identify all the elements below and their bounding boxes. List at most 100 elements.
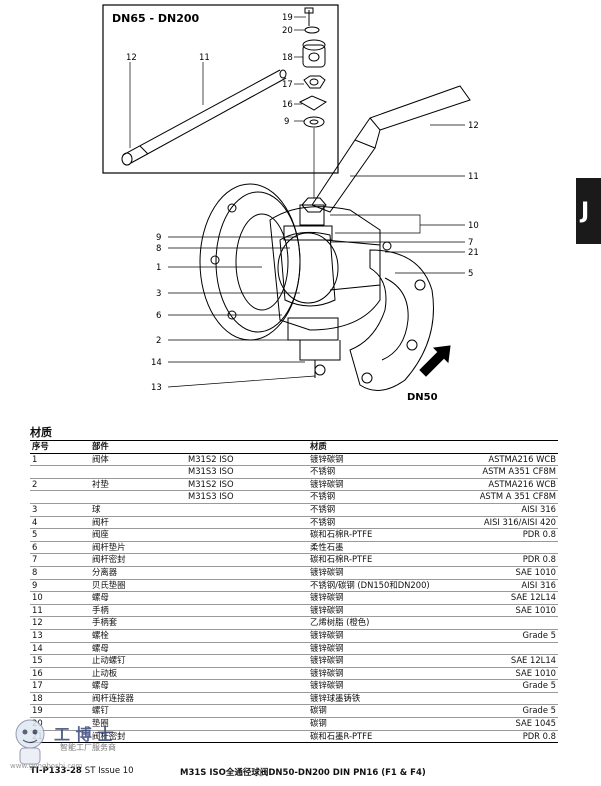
cell-model: [186, 566, 308, 580]
cell-material: 镀锌碳钢: [308, 667, 462, 681]
cell-part: 阀座: [90, 528, 186, 542]
cell-model: [186, 553, 308, 567]
cell-part: 阀杆连接器: [90, 692, 186, 706]
cell-material: 镀锌碳钢: [308, 629, 462, 643]
cell-material: 镀锌球墨铸铁: [308, 692, 462, 706]
cell-grade: PDR 0.8: [462, 553, 558, 567]
doc-code: TI-P133-28: [30, 766, 82, 776]
cell-grade: SAE 1045: [462, 717, 558, 731]
inset-title: DN65 - DN200: [112, 12, 200, 25]
watermark-logo: 工 博 士: [15, 719, 113, 765]
cell-material: 乙烯树脂 (橙色): [308, 616, 462, 630]
cell-material: 镀锌碳钢: [308, 604, 462, 618]
callout-left: 8: [156, 244, 161, 254]
table-header-row: 序号 部件 材质: [30, 440, 558, 454]
cell-material: 镀锌碳钢: [308, 654, 462, 668]
cell-no: 19: [30, 704, 90, 719]
cell-no: 8: [30, 566, 90, 580]
cell-no: [30, 490, 90, 504]
cell-part: 螺栓: [90, 629, 186, 643]
cell-no: 1: [30, 453, 90, 467]
cell-part: 螺母: [90, 591, 186, 605]
cell-part: 止动螺钉: [90, 654, 186, 668]
inset-label: 18: [282, 53, 293, 63]
callout-right: 12: [468, 121, 479, 131]
cell-part: 螺钉: [90, 704, 186, 719]
cell-part: [90, 465, 186, 479]
cell-model: [186, 629, 308, 643]
flow-arrow-icon: [419, 345, 451, 377]
cell-part: 阀杆垫片: [90, 541, 186, 555]
cell-model: [186, 541, 308, 555]
inset-label: 17: [282, 80, 293, 90]
cell-part: 阀杆密封: [90, 553, 186, 567]
cell-grade: ASTM A351 CF8M: [462, 465, 558, 479]
cell-material: 镀锌碳钢: [308, 566, 462, 580]
cell-grade: Grade 5: [462, 679, 558, 693]
cell-no: 7: [30, 553, 90, 567]
cell-model: [186, 679, 308, 693]
valve-left-flange: [199, 183, 301, 341]
cell-part: 螺母: [90, 679, 186, 693]
valve-body: [269, 204, 381, 378]
cell-grade: SAE 12L14: [462, 654, 558, 668]
cell-no: 17: [30, 679, 90, 693]
cell-no: 16: [30, 667, 90, 681]
cell-part: 手柄套: [90, 616, 186, 630]
cell-model: [186, 667, 308, 681]
header-grade: [462, 440, 558, 454]
cell-no: 18: [30, 692, 90, 706]
cell-material: 不锈钢: [308, 490, 462, 504]
cell-material: 柔性石墨: [308, 541, 462, 555]
cell-no: 3: [30, 503, 90, 517]
cell-material: 镀锌碳钢: [308, 642, 462, 656]
cell-part: [90, 490, 186, 504]
cell-part: 垫圈: [90, 717, 186, 731]
cell-part: 螺母: [90, 642, 186, 656]
svg-text:工 博 士: 工 博 士: [54, 725, 113, 744]
cell-grade: ASTMA216 WCB: [462, 478, 558, 492]
inset-label: 20: [282, 26, 293, 36]
header-no: 序号: [30, 440, 90, 454]
header-part: 部件: [90, 440, 186, 454]
inset-label: 12: [126, 53, 137, 63]
cell-no: 2: [30, 478, 90, 492]
cell-part: 止动板: [90, 667, 186, 681]
watermark-url: www.gongboshi.com: [10, 762, 83, 770]
cell-model: [186, 654, 308, 668]
cell-model: M31S2 ISO: [186, 453, 308, 467]
cell-no: 4: [30, 516, 90, 530]
cell-part: 球: [90, 503, 186, 517]
cell-grade: AISI 316/AISI 420: [462, 516, 558, 530]
cell-material: 镀锌碳钢: [308, 679, 462, 693]
cell-no: 9: [30, 579, 90, 593]
section-tab-letter: J: [581, 198, 590, 224]
cell-material: 不锈钢/碳钢 (DN150和DN200): [308, 579, 462, 593]
cell-model: [186, 717, 308, 731]
cell-model: M31S3 ISO: [186, 490, 308, 504]
callout-left: 6: [156, 311, 161, 321]
cell-grade: ASTMA216 WCB: [462, 453, 558, 467]
cell-grade: Grade 5: [462, 629, 558, 643]
cell-model: [186, 516, 308, 530]
cell-material: 镀锌碳钢: [308, 453, 462, 467]
cell-part: 衬垫: [90, 478, 186, 492]
cell-model: [186, 616, 308, 630]
callout-right: 5: [468, 269, 473, 279]
inset-handle-rod: [121, 69, 287, 166]
doc-issue: ST Issue 10: [84, 766, 134, 776]
cell-no: 11: [30, 604, 90, 618]
cell-material: 碳钢: [308, 717, 462, 731]
